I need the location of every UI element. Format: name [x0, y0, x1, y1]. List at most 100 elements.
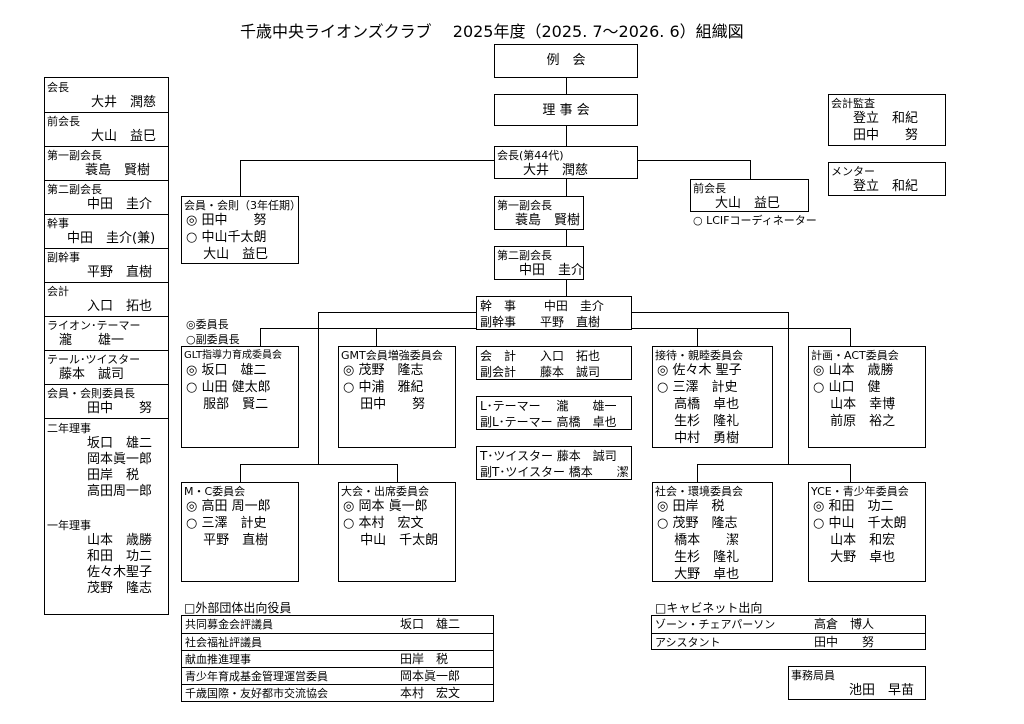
treasurer-line: 会 計 入口 拓也	[480, 349, 601, 363]
roster-role: ライオン･テーマー	[47, 319, 141, 332]
membership-line: 大山 益巳	[186, 247, 269, 262]
roster-role: 幹事	[47, 217, 69, 230]
table-row: ゾーン・チェアパーソン 高倉 博人	[652, 616, 925, 633]
gmt-line: ○ 中浦 雅紀	[343, 380, 424, 395]
tamer-line: L･テーマー 瀧 雄一	[480, 399, 617, 413]
roster-name: 田中 努	[87, 401, 153, 416]
roster-role: 会員・会則委員長	[47, 387, 135, 400]
second-year-name: 岡本眞一郎	[87, 452, 153, 467]
gmt-title: GMT会員増強委員会	[341, 349, 443, 362]
audit-title: 会計監査	[831, 97, 875, 110]
roster-role: 第二副会長	[47, 183, 102, 196]
past-president-title: 前会長	[693, 182, 726, 195]
table-row: 社会福祉評議員	[182, 633, 493, 651]
mc-line: ◎ 高田 周一郎	[186, 499, 271, 514]
cabinet-role: ゾーン・チェアパーソン	[655, 618, 776, 631]
reception-line: ○ 三澤 計史	[657, 380, 738, 395]
membership-line: ○ 中山千太朗	[186, 230, 267, 245]
first-year-name: 佐々木聖子	[87, 565, 153, 580]
vp1-name: 蓑島 賢樹	[515, 213, 581, 228]
yce-title: YCE・青少年委員会	[811, 485, 909, 498]
yce-line: 山本 和宏	[813, 533, 896, 548]
roster-name: 中田 圭介	[87, 197, 153, 212]
mentor-name: 登立 和紀	[853, 179, 919, 194]
roster-name: 平野 直樹	[87, 265, 153, 280]
legend-vice-chair: ○副委員長	[186, 333, 240, 346]
audit-name: 登立 和紀	[853, 111, 919, 126]
external-org: 青少年育成基金管理運営委員	[185, 670, 328, 683]
first-year-name: 山本 歳勝	[87, 533, 153, 548]
treasurer-box: 会 計 入口 拓也 副会計 藤本 誠司	[476, 346, 632, 380]
cabinet-heading: □キャビネット出向	[655, 601, 763, 615]
tamer-line: 副L･テーマー 高橋 卓也	[480, 415, 617, 429]
mc-committee-box: M・C委員会 ◎ 高田 周一郎 ○ 三澤 計史 平野 直樹	[181, 482, 299, 582]
convention-line: 中山 千太朗	[343, 533, 439, 548]
roster-name: 蓑島 賢樹	[85, 163, 151, 178]
convention-title: 大会・出席委員会	[341, 485, 429, 498]
audit-box: 会計監査 登立 和紀 田中 努	[828, 94, 946, 146]
past-president-name: 大山 益巳	[715, 196, 781, 211]
external-table: 共同募金会評議員 坂口 雄二 社会福祉評議員 献血推進理事 田岸 税 青少年育成…	[181, 615, 494, 702]
twister-line: T･ツイスター 藤本 誠司	[480, 449, 617, 463]
planning-line: ○ 山口 健	[813, 380, 881, 395]
legend-chair: ◎委員長	[186, 318, 229, 331]
second-year-label: 二年理事	[47, 422, 91, 435]
social-line: ○ 茂野 隆志	[657, 516, 738, 531]
gmt-line: 田中 努	[343, 397, 426, 412]
membership-line: ◎ 田中 努	[186, 213, 267, 228]
reikai-label: 例 会	[546, 53, 586, 68]
convention-line: ◎ 岡本 眞一郎	[343, 499, 428, 514]
glt-committee-box: GLT指導力育成委員会 ◎ 坂口 雄二 ○ 山田 健太郎 服部 賢二	[181, 346, 299, 448]
glt-title: GLT指導力育成委員会	[184, 350, 283, 361]
past-president-box: 前会長 大山 益巳	[690, 179, 809, 212]
table-row: アシスタント 田中 努	[652, 633, 925, 651]
vp2-box: 第二副会長 中田 圭介	[494, 246, 584, 280]
first-year-name: 茂野 隆志	[87, 581, 153, 596]
social-line: 橋本 潔	[657, 533, 740, 548]
tamer-box: L･テーマー 瀧 雄一 副L･テーマー 高橋 卓也	[476, 396, 632, 430]
secretary-line: 幹 事 中田 圭介	[480, 299, 604, 313]
external-name: 坂口 雄二	[400, 617, 461, 631]
external-org: 千歳国際・友好都市交流協会	[185, 687, 328, 700]
yce-committee-box: YCE・青少年委員会 ◎ 和田 功二 ○ 中山 千太朗 山本 和宏 大野 卓也	[808, 482, 926, 582]
mc-line: 平野 直樹	[186, 533, 269, 548]
external-name: 田岸 税	[400, 652, 449, 666]
mentor-title: メンター	[831, 165, 875, 178]
glt-line: ○ 山田 健太郎	[186, 380, 271, 395]
reception-title: 接待・親睦委員会	[655, 349, 743, 362]
twister-box: T･ツイスター 藤本 誠司 副T･ツイスター 橋本 潔	[476, 446, 632, 480]
external-org: 献血推進理事	[185, 653, 251, 666]
vp2-name: 中田 圭介	[519, 263, 585, 278]
table-row: 献血推進理事 田岸 税	[182, 650, 493, 668]
roster-name: 藤本 誠司	[59, 367, 125, 382]
cabinet-name: 高倉 博人	[814, 617, 875, 631]
roster-role: 副幹事	[47, 251, 80, 264]
secretary-box: 幹 事 中田 圭介 副幹事 平野 直樹	[476, 296, 632, 330]
mc-line: ○ 三澤 計史	[186, 516, 267, 531]
external-org: 社会福祉評議員	[185, 636, 262, 649]
mentor-box: メンター 登立 和紀	[828, 162, 946, 196]
yce-line: 大野 卓也	[813, 550, 896, 565]
planning-line: 山本 幸博	[813, 397, 896, 412]
cabinet-name: 田中 努	[814, 635, 875, 649]
cabinet-table: ゾーン・チェアパーソン 高倉 博人 アシスタント 田中 努	[651, 615, 926, 650]
president-box: 会長(第44代) 大井 潤慈	[494, 146, 638, 179]
convention-line: ○ 本村 宏文	[343, 516, 424, 531]
social-title: 社会・環境委員会	[655, 485, 743, 498]
table-row: 千歳国際・友好都市交流協会 本村 宏文	[182, 684, 493, 702]
social-line: ◎ 田岸 税	[657, 499, 725, 514]
planning-committee-box: 計画・ACT委員会 ◎ 山本 歳勝 ○ 山口 健 山本 幸博 前原 裕之	[808, 346, 926, 448]
reikai-box: 例 会	[494, 44, 638, 78]
twister-line: 副T･ツイスター 橋本 潔	[480, 465, 629, 479]
membership-box: 会員・会則（3年任期） ◎ 田中 努 ○ 中山千太朗 大山 益巳	[181, 196, 301, 264]
lcif-note: ○ LCIFコーディネーター	[693, 214, 817, 227]
office-title: 事務局員	[791, 669, 835, 682]
president-name: 大井 潤慈	[523, 163, 589, 178]
external-name: 本村 宏文	[400, 686, 461, 700]
vp1-box: 第一副会長 蓑島 賢樹	[494, 196, 584, 230]
reception-line: 生杉 隆礼	[657, 414, 740, 429]
roster-role: テール･ツイスター	[47, 353, 141, 366]
roster-role: 前会長	[47, 115, 80, 128]
yce-line: ◎ 和田 功二	[813, 499, 894, 514]
first-year-name: 和田 功二	[87, 549, 153, 564]
